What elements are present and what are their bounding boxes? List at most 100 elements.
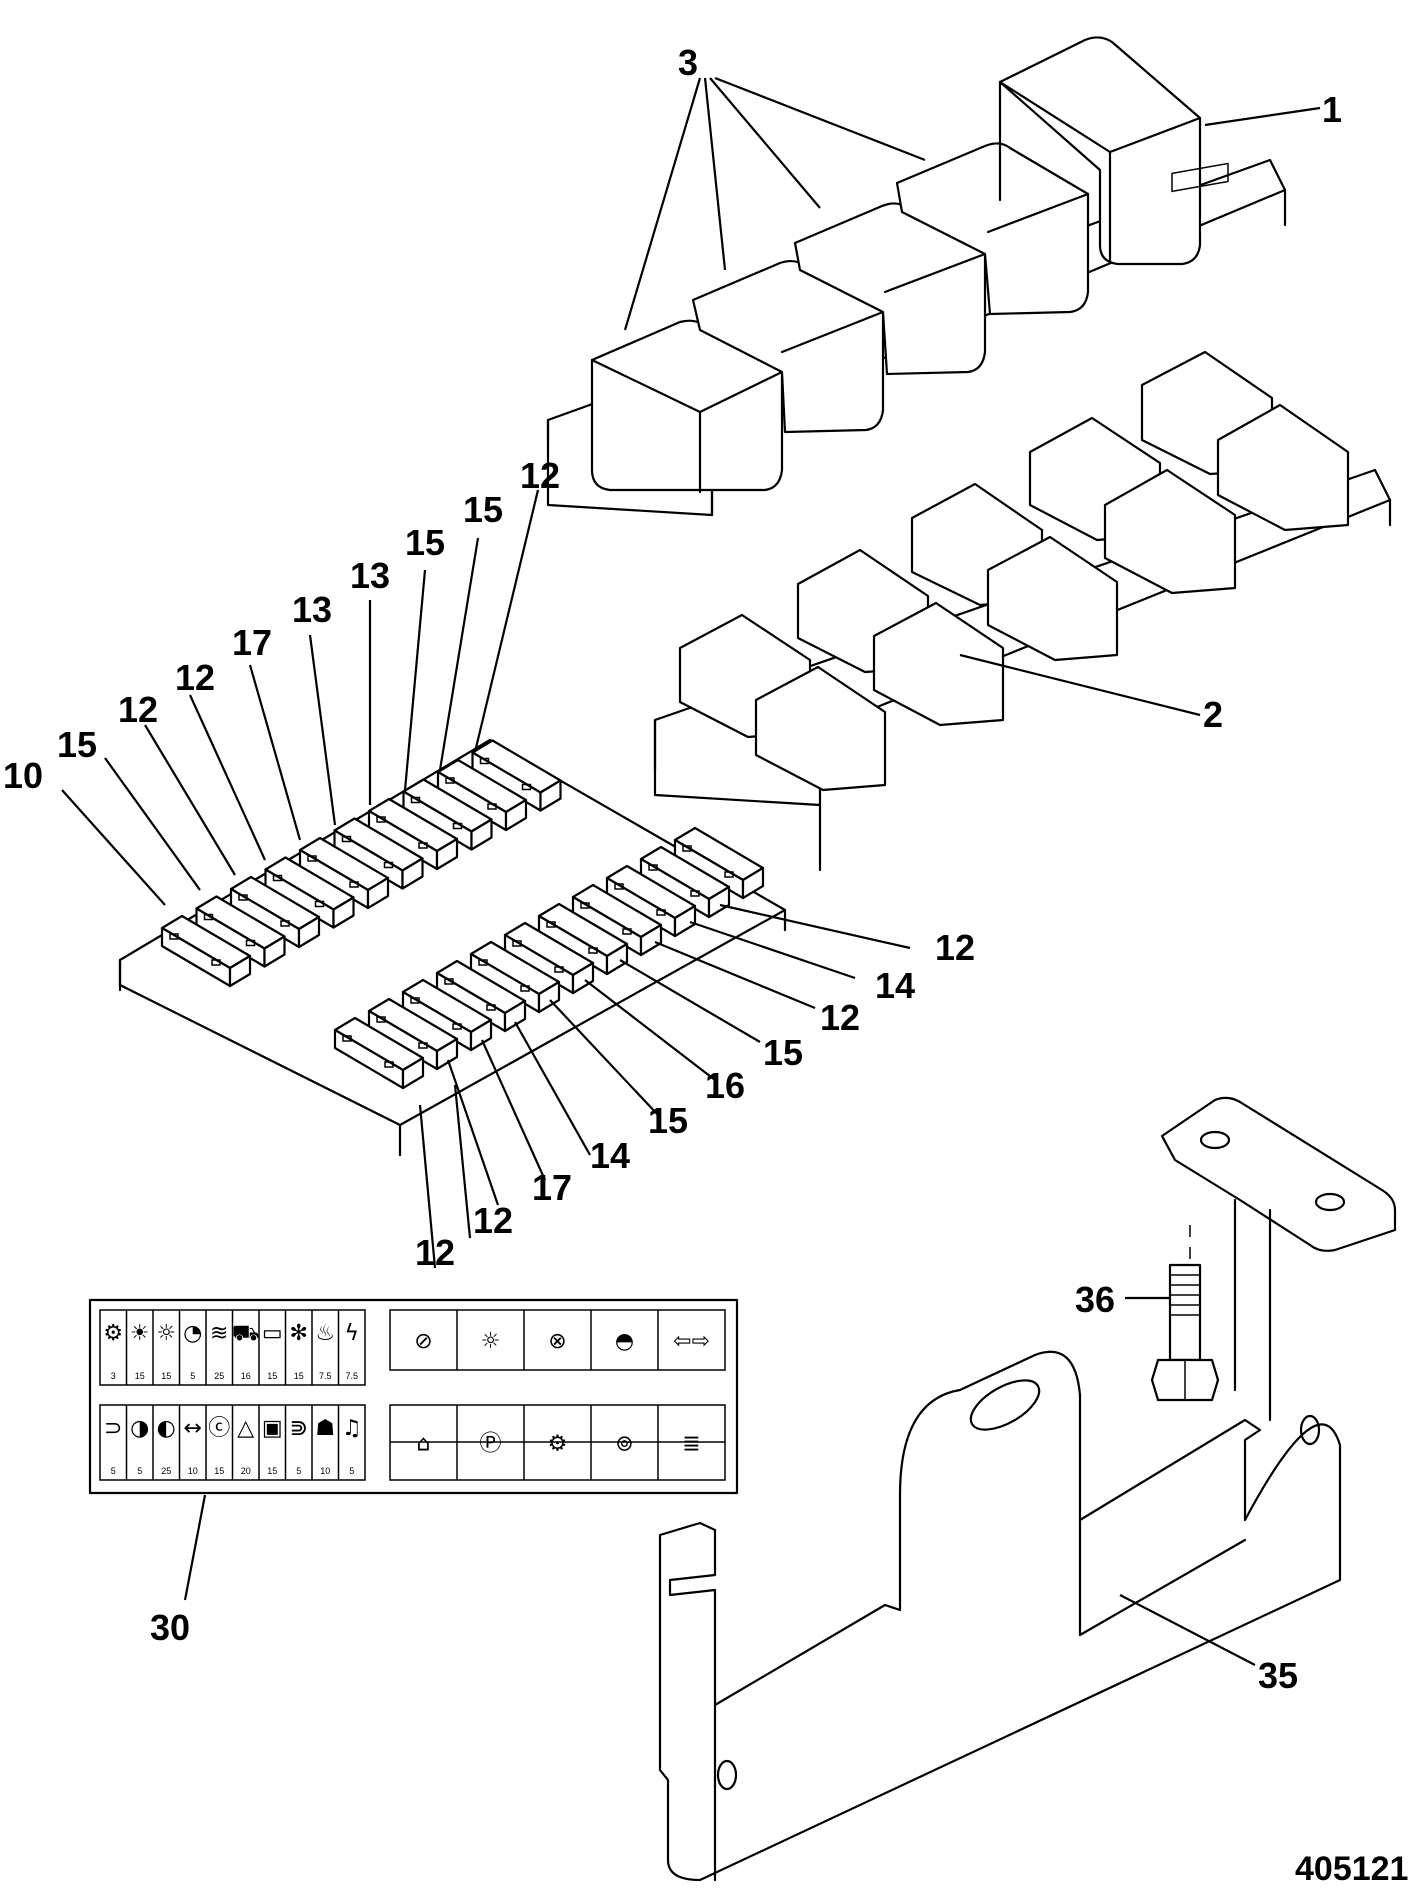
callout-13: 13 [292,589,332,630]
callout-16: 16 [705,1065,745,1106]
fuse-rating: 5 [349,1466,354,1476]
fuse-rating: 10 [188,1466,198,1476]
callout-12: 12 [935,927,975,968]
blade-fuse [469,940,561,1014]
mini-relay [986,535,1119,662]
fuse-rating: 3 [111,1371,116,1381]
callout-13: 13 [350,555,390,596]
blade-fuse [571,883,663,957]
gear-icon: ⚙ [548,1432,568,1457]
callout-12: 12 [520,455,560,496]
large-relay-3c [793,202,987,376]
fuse-rating: 15 [161,1371,171,1381]
blade-fuse [436,758,528,832]
callouts: 3 1 2 10 15 12 12 17 13 13 15 15 12 12 1… [3,42,1408,1888]
work-lamp-icon: ◓ [615,1329,634,1354]
large-relay-3d [895,142,1090,316]
brake-icon: ⊚ [615,1432,633,1457]
callout-14: 14 [875,965,915,1006]
fuse-rating: 20 [241,1466,251,1476]
mini-relay [754,665,887,792]
blade-fuse [503,921,595,995]
music-icon: ♫ [342,1416,362,1441]
callout-1: 1 [1322,89,1342,130]
blade-fuse [639,845,731,919]
callout-14: 14 [590,1135,630,1176]
callout-15: 15 [405,522,445,563]
fuse-rating: 25 [214,1371,224,1381]
callout-35: 35 [1258,1655,1298,1696]
mini-relay [1216,403,1350,532]
large-relay-3a [590,319,784,494]
fuse-rating: 7.5 [345,1371,358,1381]
callout-12: 12 [415,1232,455,1273]
fuse-rating: 15 [267,1466,277,1476]
callout-17: 17 [532,1167,572,1208]
fuse-rating: 5 [137,1466,142,1476]
relay-label-top-grid [389,1309,726,1371]
blade-fuse [435,959,527,1033]
callout-15: 15 [763,1032,803,1073]
gauge-icon: ◔ [183,1321,202,1346]
fuse-row-back [160,739,562,988]
blade-fuse [160,914,252,988]
fuse-label-cells: ⚙3☀15☼15◔5≋25⛟16▭15✻15♨7.5ϟ7.5⊃5◑5◐25↔10… [103,1310,725,1480]
mini-relay [872,601,1005,727]
fuse-rating: 5 [111,1466,116,1476]
blade-fuse [264,856,355,929]
low-beam-icon: ◑ [130,1416,149,1441]
fuse-rating: 15 [267,1371,277,1381]
large-relay-3b [691,259,885,434]
fuse-rating: 7.5 [319,1371,332,1381]
callout-36: 36 [1075,1279,1115,1320]
horn-relay-icon: ⌂ [417,1432,431,1457]
heater-icon: ♨ [315,1321,335,1346]
hazard-icon: △ [237,1416,254,1441]
blade-fuse [673,826,765,900]
turn-signal-icon: ⇦⇨ [673,1329,710,1354]
vehicle-icon: ⛟ [232,1321,260,1346]
blade-fuse [402,778,493,851]
blade-fuse [195,895,286,968]
drawing-number: 405121 [1295,1850,1408,1888]
indicator-icon: ↔ [184,1416,202,1441]
leader-lines [61,76,1321,1666]
callout-15: 15 [463,489,503,530]
wiper-icon: ≋ [210,1321,228,1346]
large-relay-1 [998,36,1202,266]
blade-fuse [229,875,321,949]
light-bulb-icon: ☼ [156,1321,176,1346]
fuse-rating: 15 [294,1371,304,1381]
blade-fuse [367,997,459,1071]
callout-3: 3 [678,42,698,83]
blade-fuse [537,902,629,976]
headlamp-icon: ◐ [157,1416,176,1441]
blade-fuse [401,978,493,1052]
blade-fuse [367,797,459,871]
callout-10: 10 [3,755,43,796]
fuse-rating: 25 [161,1466,171,1476]
bolt [1150,1225,1220,1402]
callout-30: 30 [150,1607,190,1648]
mini-relay-group [678,162,1350,792]
callout-12: 12 [118,689,158,730]
ignition-key-icon: ⊘ [414,1329,432,1354]
fuse-rating: 5 [296,1466,301,1476]
main-beam-icon: ≣ [682,1432,700,1457]
callout-15: 15 [57,724,97,765]
ignition-switch-icon: ⊗ [548,1329,566,1354]
brake-warning-icon: ⓒ [208,1416,230,1441]
fan-icon: ✻ [290,1321,308,1346]
blade-fuse [298,836,390,910]
fuse-row-front [333,826,765,1090]
fuse-rating: 15 [214,1466,224,1476]
horn-icon: ⋑ [290,1416,308,1441]
sun-icon: ☀ [130,1321,150,1346]
fuse-rating: 15 [135,1371,145,1381]
blade-fuse [605,864,697,938]
callout-15: 15 [648,1100,688,1141]
mirror-icon: ▭ [262,1321,283,1346]
callout-17: 17 [232,622,272,663]
fuse-rating: 5 [190,1371,195,1381]
